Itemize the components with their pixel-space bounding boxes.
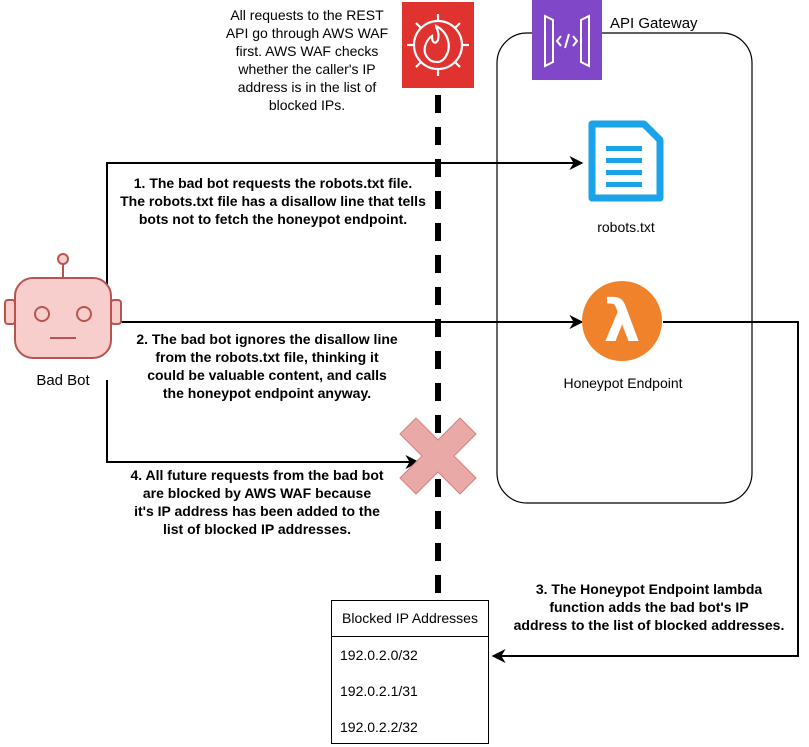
step-4-line: 4. All future requests from the bad bot [130,467,384,483]
step-1-line: bots not to fetch the honeypot endpoint. [138,211,408,227]
step-2-text: 2. The bad bot ignores the disallow line… [112,330,422,402]
step-1-text: 1. The bad bot requests the robots.txt f… [112,174,434,228]
arrow-future-requests [106,380,420,469]
api-gateway-title: API Gateway [610,15,698,32]
step-4-line: list of blocked IP addresses. [162,521,352,537]
step-1-line: 1. The bad bot requests the robots.txt f… [133,175,413,191]
document-icon [588,120,664,202]
step-3-text: 3. The Honeypot Endpoint lambda function … [508,580,790,634]
waf-note-line: All requests to the REST [230,7,384,23]
step-3-line: function adds the bad bot's IP [549,599,749,615]
step-4-line: it's IP address has been added to the [134,503,380,519]
robot-icon [4,253,122,359]
api-gateway-container [496,32,753,504]
waf-note-line: address is in the list of [237,79,377,95]
blocked-ip-table-header: Blocked IP Addresses [332,601,488,637]
blocked-ip-row: 192.0.2.2/32 [340,719,418,735]
step-1-line: The robots.txt file has a disallow line … [120,193,426,209]
step-4-text: 4. All future requests from the bad bot a… [112,466,402,538]
waf-note-line: API go through AWS WAF [225,25,389,41]
step-2-line: the honeypot endpoint anyway. [162,385,372,401]
lambda-icon: λ [582,281,662,361]
step-2-line: from the robots.txt file, thinking it [155,349,379,365]
lambda-glyph: λ [604,287,641,355]
blocked-ip-row: 192.0.2.0/32 [340,647,418,663]
bot-label: Bad Bot [36,372,90,389]
honeypot-label: Honeypot Endpoint [563,375,683,391]
waf-note-line: blocked IPs. [268,97,346,113]
blocked-ip-row: 192.0.2.1/31 [340,683,418,699]
step-4-line: are blocked by AWS WAF because [142,485,372,501]
blocked-ip-table: Blocked IP Addresses 192.0.2.0/32 192.0.… [331,600,489,744]
waf-note-line: whether the caller's IP [238,61,376,77]
api-gateway-icon [532,0,602,80]
step-3-line: address to the list of blocked addresses… [513,617,785,633]
waf-note: All requests to the REST API go through A… [214,6,400,114]
arrow-add-blocked-ip [491,321,799,663]
waf-firewall-icon [402,2,474,88]
step-2-line: could be valuable content, and calls [147,367,387,383]
step-3-line: 3. The Honeypot Endpoint lambda [535,581,763,597]
arrow-request-robots [106,156,584,285]
robots-label: robots.txt [597,219,655,235]
step-2-line: 2. The bad bot ignores the disallow line [136,331,398,347]
waf-note-line: first. AWS WAF checks [235,43,379,59]
blocked-x-icon [399,417,477,495]
